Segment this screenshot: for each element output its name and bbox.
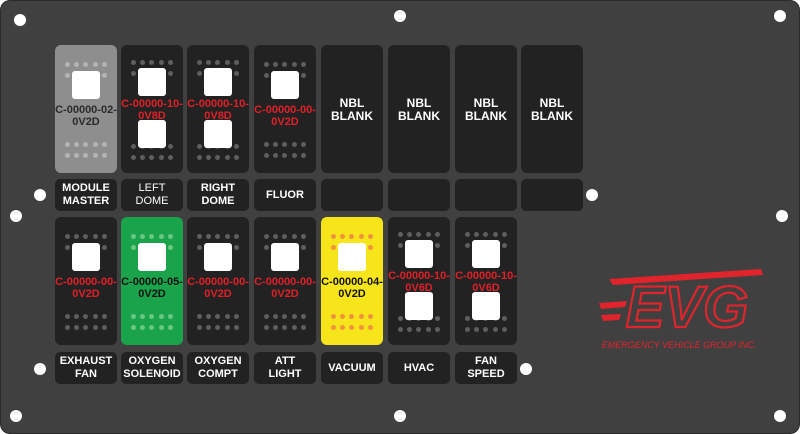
rocker-switch[interactable]: C-00000-04- 0V2D xyxy=(321,217,383,345)
rocker-switch[interactable]: C-00000-10- 0V6D xyxy=(388,217,450,345)
mounting-hole xyxy=(774,10,786,22)
part-number: C-00000-00- 0V2D xyxy=(254,276,316,300)
blank-label: NBL BLANK xyxy=(331,96,373,123)
switch-lower-window xyxy=(204,120,232,148)
rocker-switch[interactable]: C-00000-10- 0V8D xyxy=(187,45,249,173)
switch-legend-label xyxy=(388,179,450,211)
part-number: C-00000-04- 0V2D xyxy=(321,276,383,300)
blank-label: NBL BLANK xyxy=(398,96,440,123)
mounting-hole xyxy=(14,14,26,26)
switch-legend-label: MODULE MASTER xyxy=(55,179,117,211)
switch-legend-label: VACUUM xyxy=(321,352,383,384)
switch-legend-label: ATT LIGHT xyxy=(254,352,316,384)
mounting-hole xyxy=(34,189,46,201)
rocker-switch[interactable]: C-00000-00- 0V2D xyxy=(55,217,117,345)
evg-logo: EVG EMERGENCY VEHICLE GROUP INC. xyxy=(599,269,763,350)
mounting-hole xyxy=(394,410,406,422)
switch-window xyxy=(271,71,299,99)
rocker-switch[interactable]: C-00000-00- 0V2D xyxy=(254,45,316,173)
rocker-switch[interactable]: C-00000-00- 0V2D xyxy=(187,217,249,345)
blank-label: NBL BLANK xyxy=(465,96,507,123)
svg-text:EVG: EVG xyxy=(626,275,749,340)
part-number: C-00000-10- 0V8D xyxy=(121,98,183,122)
switch-lower-window xyxy=(472,292,500,320)
rocker-switch[interactable]: C-00000-05- 0V2D xyxy=(121,217,183,345)
mounting-hole xyxy=(394,10,406,22)
led-dots xyxy=(262,139,308,161)
part-number: C-00000-05- 0V2D xyxy=(121,276,183,300)
switch-lower-window xyxy=(405,292,433,320)
led-dots xyxy=(329,311,375,333)
blank-switch-slot: NBL BLANK xyxy=(321,45,383,173)
part-number: C-00000-10- 0V6D xyxy=(455,270,517,294)
blank-label: NBL BLANK xyxy=(531,96,573,123)
switch-legend-label xyxy=(321,179,383,211)
switch-lower-window xyxy=(138,120,166,148)
switch-upper-window xyxy=(138,68,166,96)
switch-window xyxy=(204,243,232,271)
rocker-switch[interactable]: C-00000-10- 0V8D xyxy=(121,45,183,173)
switch-upper-window xyxy=(472,240,500,268)
switch-legend-label: OXYGEN COMPT xyxy=(187,352,249,384)
mounting-hole xyxy=(586,189,598,201)
switch-window xyxy=(72,243,100,271)
led-dots xyxy=(195,311,241,333)
led-dots xyxy=(262,311,308,333)
blank-switch-slot: NBL BLANK xyxy=(455,45,517,173)
switch-window xyxy=(271,243,299,271)
mounting-hole xyxy=(10,210,22,222)
switch-legend-label xyxy=(521,179,583,211)
switch-legend-label: FAN SPEED xyxy=(455,352,517,384)
switch-legend-label: HVAC xyxy=(388,352,450,384)
switch-upper-window xyxy=(405,240,433,268)
part-number: C-00000-00- 0V2D xyxy=(254,104,316,128)
mounting-hole xyxy=(10,410,22,422)
switch-upper-window xyxy=(204,68,232,96)
rocker-switch[interactable]: C-00000-00- 0V2D xyxy=(254,217,316,345)
rocker-switch[interactable]: C-00000-02- 0V2D xyxy=(55,45,117,173)
blank-switch-slot: NBL BLANK xyxy=(388,45,450,173)
part-number: C-00000-10- 0V8D xyxy=(187,98,249,122)
switch-legend-label: OXYGEN SOLENOID xyxy=(121,352,183,384)
part-number: C-00000-00- 0V2D xyxy=(55,276,117,300)
led-dots xyxy=(63,311,109,333)
svg-text:EMERGENCY VEHICLE GROUP INC.: EMERGENCY VEHICLE GROUP INC. xyxy=(602,340,757,350)
rocker-switch[interactable]: C-00000-10- 0V6D xyxy=(455,217,517,345)
switch-legend-label: EXHAUST FAN xyxy=(55,352,117,384)
mounting-hole xyxy=(774,410,786,422)
switch-window xyxy=(138,243,166,271)
part-number: C-00000-00- 0V2D xyxy=(187,276,249,300)
part-number: C-00000-02- 0V2D xyxy=(55,104,117,128)
switch-legend-label xyxy=(455,179,517,211)
switch-legend-label: RIGHT DOME xyxy=(187,179,249,211)
part-number: C-00000-10- 0V6D xyxy=(388,270,450,294)
led-dots xyxy=(129,311,175,333)
switch-window xyxy=(72,71,100,99)
switch-window xyxy=(338,243,366,271)
switch-legend-label: FLUOR xyxy=(254,179,316,211)
mounting-hole xyxy=(34,363,46,375)
mounting-hole xyxy=(776,210,788,222)
led-dots xyxy=(63,139,109,161)
blank-switch-slot: NBL BLANK xyxy=(521,45,583,173)
switch-legend-label: LEFT DOME xyxy=(121,179,183,211)
mounting-hole xyxy=(520,363,532,375)
